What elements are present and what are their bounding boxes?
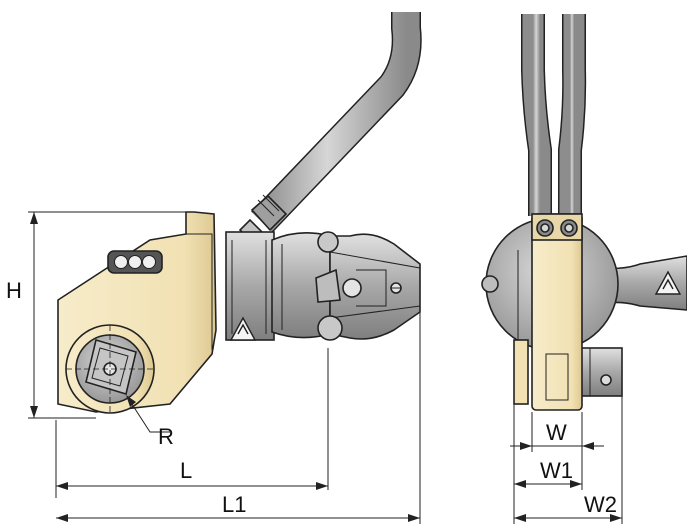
dim-label-r: R xyxy=(158,424,174,449)
dim-label-l1: L1 xyxy=(222,492,246,517)
side-view: H R L L1 xyxy=(6,12,422,524)
front-housing xyxy=(531,213,583,411)
hydraulic-cylinder xyxy=(271,231,421,341)
twin-hoses xyxy=(521,14,587,216)
hand-crush-warning-icon xyxy=(229,316,257,341)
dim-label-l: L xyxy=(180,458,192,483)
dimension-lines-front xyxy=(510,396,623,524)
dim-label-w2: W2 xyxy=(584,492,617,517)
hydraulic-hose xyxy=(238,12,422,254)
dimension-lines-side xyxy=(28,211,421,524)
swivel-block xyxy=(225,231,275,341)
dim-label-w: W xyxy=(546,420,567,445)
square-drive xyxy=(65,324,155,414)
front-view: W W1 W2 xyxy=(481,14,687,524)
dim-label-h: H xyxy=(6,278,22,303)
dim-label-w1: W1 xyxy=(540,458,573,483)
hand-crush-warning-icon xyxy=(654,270,682,295)
